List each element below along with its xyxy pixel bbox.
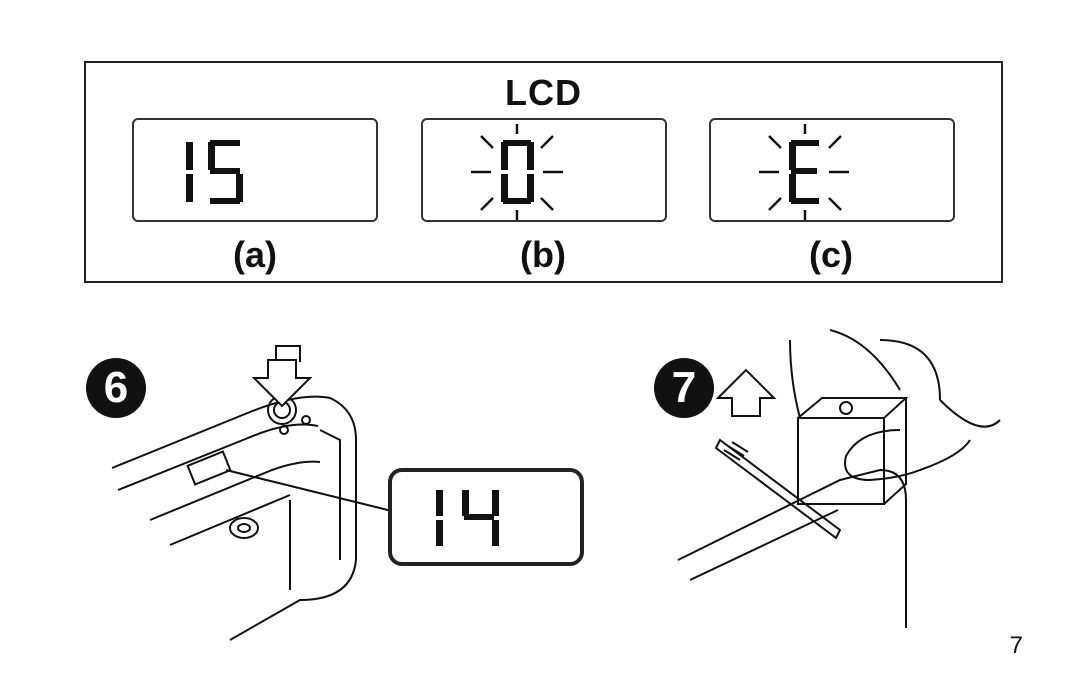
lcd-digits-14 [436,490,499,546]
lcd-panel [84,61,1003,283]
step-7-badge: 7 [654,358,714,418]
caption-a: (a) [233,234,277,275]
lift-up-arrow-icon [715,368,777,417]
caption-b: (b) [520,234,566,275]
lcd-digits-15 [186,140,243,204]
lcd-panel-title: LCD [505,72,582,113]
lcd-callout-14 [388,468,584,566]
page-number: 7 [1009,632,1023,659]
battery-insertion-illustration [677,329,1001,628]
press-down-arrow-icon [251,345,313,408]
step-6-badge: 6 [86,358,146,418]
lcd-digit-0-blinking [471,124,563,220]
lcd-digit-e-blinking [759,124,849,220]
lcd-display-c [709,118,955,222]
caption-c: (c) [809,234,853,275]
lcd-display-a [132,118,378,222]
lcd-display-b [421,118,667,222]
camera-top-illustration [111,395,405,641]
